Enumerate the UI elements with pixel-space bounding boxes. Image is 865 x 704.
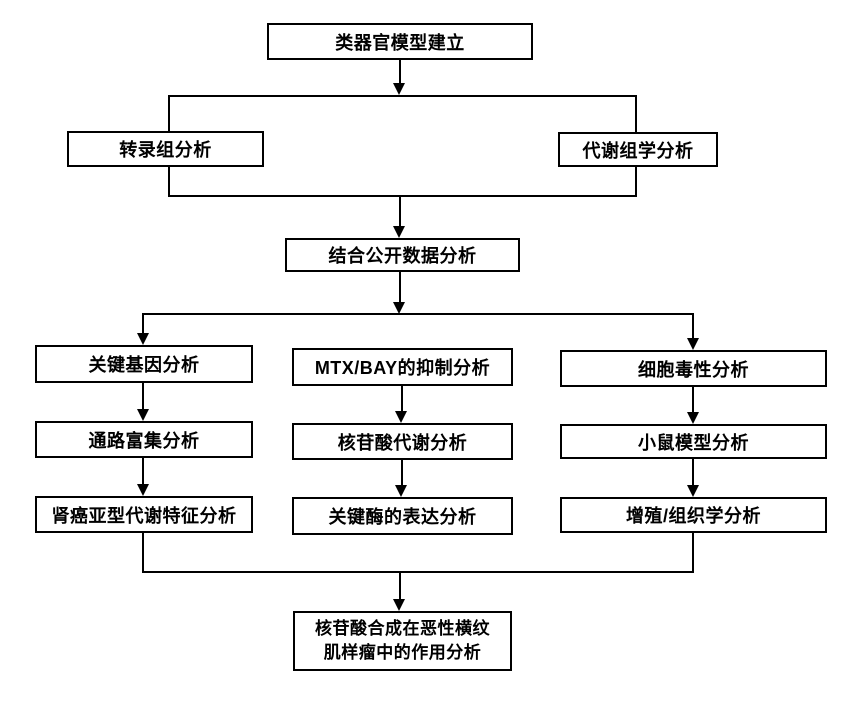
node-public-data-analysis: 结合公开数据分析 xyxy=(285,238,520,272)
node-key-gene-analysis: 关键基因分析 xyxy=(35,345,253,383)
connector-organoid-to-omics xyxy=(399,60,401,84)
connector-converge-to-final xyxy=(399,573,401,600)
connector-proliferation-to-converge xyxy=(692,533,694,573)
arrowhead-cytotoxicity-to-mousemodel xyxy=(687,412,699,424)
arrowhead-nucleotide-to-keyenzyme xyxy=(395,485,407,497)
node-cytotoxicity-analysis: 细胞毒性分析 xyxy=(560,350,827,387)
connector-pathway-to-rccsubtype xyxy=(142,458,144,485)
node-nucleotide-metabolism-analysis: 核苷酸代谢分析 xyxy=(292,423,513,460)
arrowhead-branch-to-keygene xyxy=(137,333,149,345)
connector-branch-to-keygene xyxy=(142,313,144,334)
final-label-line1: 核苷酸合成在恶性横纹 xyxy=(315,619,490,639)
connector-keygene-to-pathway xyxy=(142,383,144,410)
node-proliferation-histology-analysis: 增殖/组织学分析 xyxy=(560,497,827,533)
branch-line-top xyxy=(142,313,694,315)
connector-mousemodel-to-proliferation xyxy=(692,459,694,486)
connector-publicdata-to-branch xyxy=(399,272,401,303)
node-pathway-enrichment-analysis: 通路富集分析 xyxy=(35,421,253,458)
node-mouse-model-analysis: 小鼠模型分析 xyxy=(560,424,827,459)
connector-mtxbay-to-nucleotide xyxy=(401,386,403,412)
arrowhead-mtxbay-to-nucleotide xyxy=(395,411,407,423)
arrowhead-omics-to-publicdata xyxy=(393,226,405,238)
connector-branch-to-cytotoxicity xyxy=(692,313,694,339)
arrowhead-publicdata-to-branch xyxy=(393,302,405,314)
connector-cytotoxicity-to-mousemodel xyxy=(692,387,694,413)
node-transcriptome-analysis: 转录组分析 xyxy=(67,131,264,167)
connector-rccsubtype-to-converge xyxy=(142,533,144,573)
final-label-line2: 肌样瘤中的作用分析 xyxy=(323,643,482,662)
arrowhead-converge-to-final xyxy=(393,599,405,611)
node-final-conclusion-analysis: 核苷酸合成在恶性横纹 肌样瘤中的作用分析 xyxy=(293,611,512,671)
arrowhead-pathway-to-rccsubtype xyxy=(137,484,149,496)
node-key-enzyme-expression-analysis: 关键酶的表达分析 xyxy=(292,497,513,535)
node-rcc-subtype-metabolic-analysis: 肾癌亚型代谢特征分析 xyxy=(35,496,253,533)
arrowhead-keygene-to-pathway xyxy=(137,409,149,421)
arrowhead-branch-to-cytotoxicity xyxy=(687,338,699,350)
node-organoid-model: 类器官模型建立 xyxy=(267,23,533,60)
connector-omics-to-publicdata xyxy=(399,197,401,227)
node-mtx-bay-inhibition-analysis: MTX/BAY的抑制分析 xyxy=(292,348,513,386)
arrowhead-organoid-to-omics xyxy=(393,83,405,95)
arrowhead-mousemodel-to-proliferation xyxy=(687,485,699,497)
node-metabolomics-analysis: 代谢组学分析 xyxy=(558,132,718,167)
branch-line-bottom xyxy=(142,571,694,573)
connector-nucleotide-to-keyenzyme xyxy=(401,460,403,486)
